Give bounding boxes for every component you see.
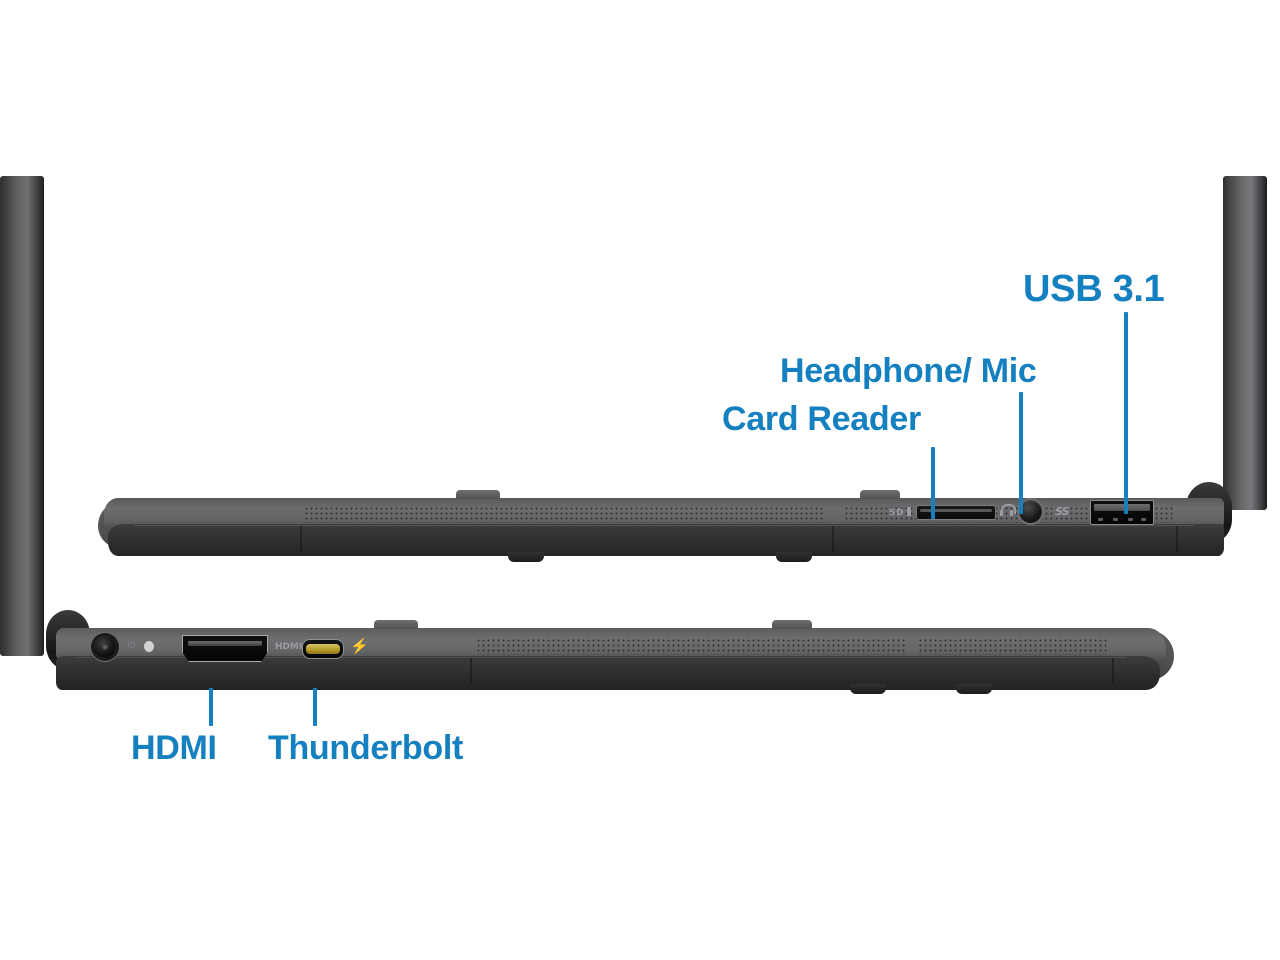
- annotation-label-hdmi: HDMI: [131, 729, 217, 767]
- rubber-foot-right-2: [956, 684, 992, 694]
- leader-line-usb31: [1124, 312, 1128, 514]
- leader-line-headphone-mic: [1019, 392, 1023, 514]
- annotation-label-card-reader: Card Reader: [722, 400, 921, 438]
- laptop-base-chassis: SD SS: [98, 490, 1224, 566]
- headphone-mic-jack[interactable]: [1019, 500, 1042, 523]
- power-led-indicator: [144, 641, 154, 652]
- superspeed-marking: SS: [1055, 505, 1069, 518]
- sd-marking: SD: [889, 508, 904, 518]
- card-reader-port[interactable]: [916, 505, 996, 520]
- annotation-label-headphone-mic: Headphone/ Mic: [780, 352, 1037, 390]
- speaker-grille-left: [304, 506, 824, 523]
- lid-latch-bump-right: [860, 490, 900, 499]
- rubber-foot-right: [776, 552, 812, 562]
- usb-c-thunderbolt-port[interactable]: [302, 639, 344, 659]
- rubber-foot-left: [508, 552, 544, 562]
- hdmi-marking: HDMI: [275, 642, 303, 652]
- chassis-lower-bevel: [108, 524, 1224, 556]
- thunderbolt-icon: ⚡: [350, 638, 369, 655]
- annotation-label-thunderbolt: Thunderbolt: [268, 729, 463, 767]
- hdmi-port[interactable]: [182, 635, 268, 662]
- leader-line-card-reader: [931, 447, 935, 519]
- speaker-grille-right-2: [918, 638, 1108, 655]
- speaker-grille-left-2: [476, 638, 906, 655]
- laptop-base-chassis-2: ⏻ HDMI ⚡: [56, 620, 1174, 698]
- battery-indicator-icon: ⏻: [128, 640, 136, 650]
- laptop-left-side-view: ⏻ HDMI ⚡: [0, 600, 1280, 740]
- usb-a-port[interactable]: [1090, 500, 1154, 525]
- sd-marking-block: [907, 507, 911, 516]
- laptop-right-side-view: SD SS: [0, 176, 1280, 656]
- leader-line-thunderbolt: [313, 688, 317, 726]
- annotation-label-usb31: USB 3.1: [1023, 268, 1165, 310]
- lid-latch-bump-left-2: [374, 620, 418, 629]
- headphone-icon: [1000, 504, 1016, 517]
- lid-latch-bump-right-2: [772, 620, 812, 629]
- leader-line-hdmi: [209, 688, 213, 726]
- lid-latch-bump-left: [456, 490, 500, 499]
- laptop-lid-left-edge: [0, 176, 44, 656]
- rubber-foot-left-2: [850, 684, 886, 694]
- laptop-lid-right-edge: [1223, 176, 1267, 510]
- dc-power-jack[interactable]: [94, 636, 116, 658]
